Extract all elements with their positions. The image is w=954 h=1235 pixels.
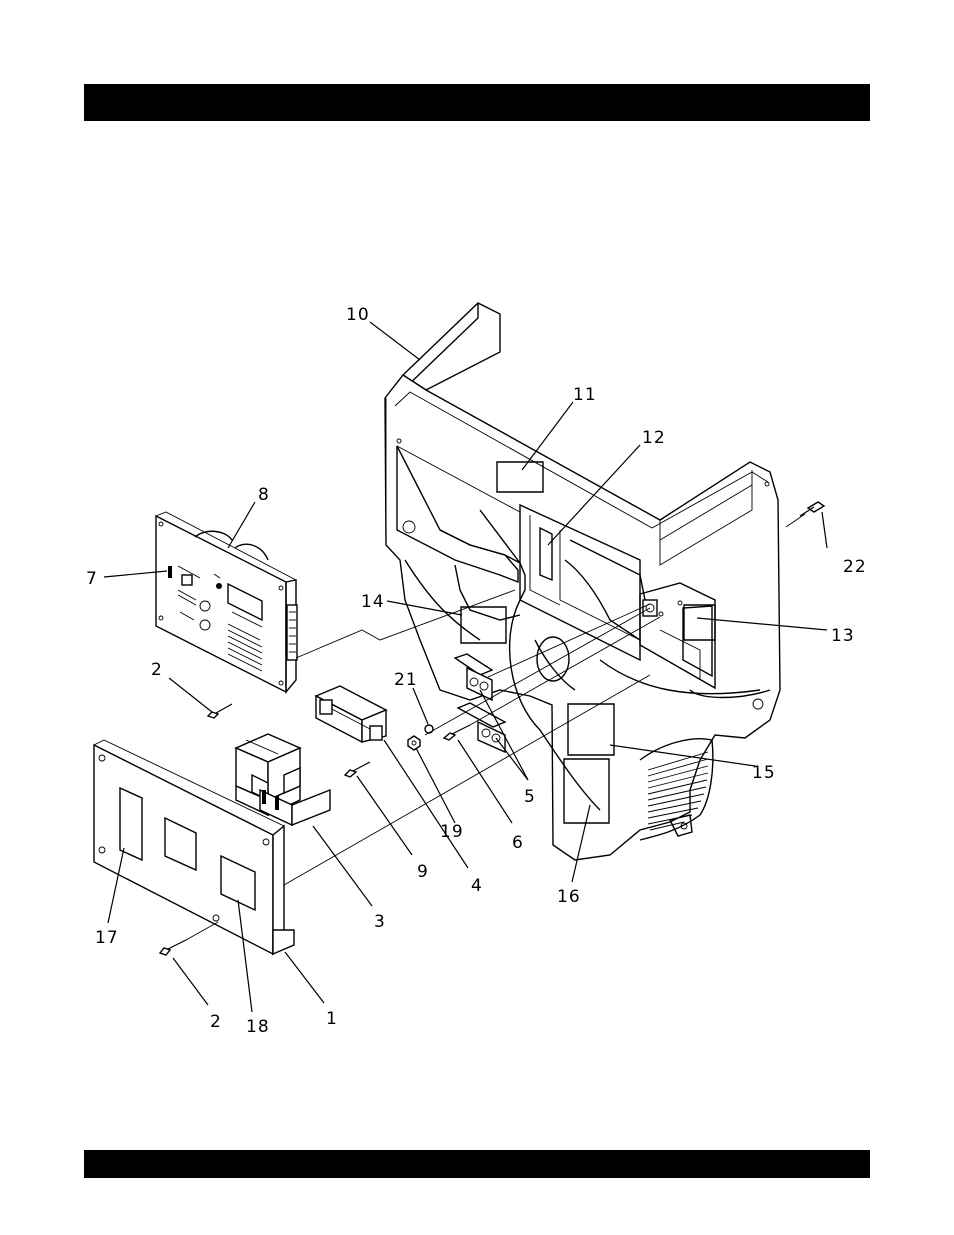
callout-19: 19 bbox=[440, 822, 464, 842]
callout-21: 21 bbox=[394, 670, 418, 690]
mounting-bracket bbox=[316, 686, 386, 742]
callout-4: 4 bbox=[471, 876, 483, 896]
footer-bar bbox=[84, 1150, 870, 1178]
star-washer-21 bbox=[425, 725, 433, 733]
callout-7: 7 bbox=[86, 569, 98, 589]
callout-9: 9 bbox=[417, 862, 429, 882]
callout-2-upper: 2 bbox=[151, 660, 163, 680]
control-panel-module bbox=[156, 512, 297, 692]
callout-17: 17 bbox=[95, 928, 119, 948]
nut-19 bbox=[408, 736, 420, 750]
callout-8: 8 bbox=[258, 485, 270, 505]
callout-3: 3 bbox=[374, 912, 386, 932]
callout-18: 18 bbox=[246, 1017, 270, 1037]
callout-16: 16 bbox=[557, 887, 581, 907]
callout-13: 13 bbox=[831, 626, 855, 646]
callout-11: 11 bbox=[573, 385, 597, 405]
callout-10: 10 bbox=[346, 305, 370, 325]
callout-22: 22 bbox=[843, 557, 867, 577]
circuit-breaker bbox=[236, 734, 330, 825]
screw-6 bbox=[444, 733, 455, 740]
callout-1: 1 bbox=[326, 1009, 338, 1029]
callout-5: 5 bbox=[524, 787, 536, 807]
callout-14: 14 bbox=[361, 592, 385, 612]
screw-9 bbox=[345, 770, 356, 777]
callout-6: 6 bbox=[512, 833, 524, 853]
callout-2-lower: 2 bbox=[210, 1012, 222, 1032]
callout-12: 12 bbox=[642, 428, 666, 448]
callout-15: 15 bbox=[752, 763, 776, 783]
bolt-22 bbox=[808, 502, 824, 512]
